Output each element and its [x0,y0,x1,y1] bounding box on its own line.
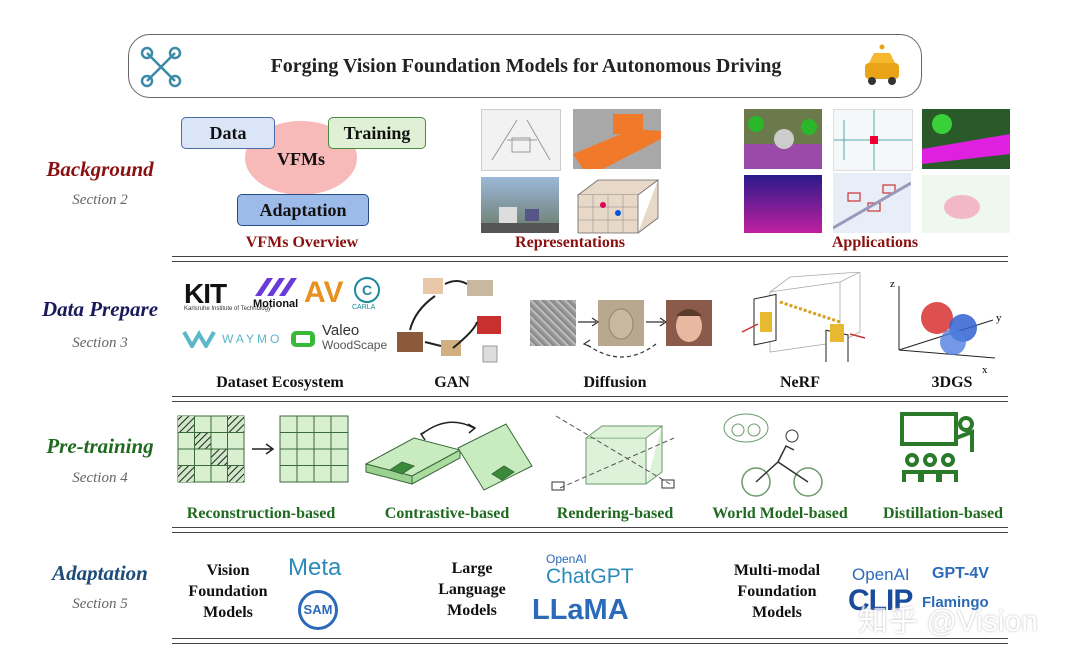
page-title: Forging Vision Foundation Models for Aut… [270,55,782,77]
teacher-students-icon [900,412,974,482]
llm-label: Large Language Models [438,560,506,619]
waymo-logo: WAYMO [222,332,283,346]
carla-logo: CARLA [352,304,376,311]
valeo-logo-mark [291,331,315,347]
occupancy-image [573,109,661,169]
kit-logo-sub: Karlsruhe Institute of Technology [184,306,271,312]
tools-icon [140,46,182,88]
gan-diagram [397,278,501,363]
rendering-diagram [551,415,675,491]
world-model-label: World Model-based [712,505,848,522]
vfms-overview-label: VFMs Overview [245,234,359,251]
openai-logo: OpenAI [546,552,587,566]
sam-logo: SAM [298,590,338,630]
section-data-prepare-title: Data Prepare [41,297,159,321]
face-image [666,300,712,346]
sketch-image [481,109,561,171]
motional-logo: Motional [253,298,299,310]
chatgpt-logo: ChatGPT [546,565,634,588]
nerf-diagram [741,272,866,362]
3dgs-label: 3DGS [931,374,973,391]
section-pretraining-sub: Section 4 [72,470,128,486]
noisy-face-image [598,300,644,346]
svg-text:C: C [362,282,372,298]
carla-logo-mark: C [354,277,380,303]
flamingo-logo: Flamingo [922,594,989,611]
waymo-logo-mark [182,330,216,348]
section-adaptation-title: Adaptation [52,561,148,585]
openai-logo-2: OpenAI [852,565,910,584]
meta-logo: Meta [288,554,342,581]
nerf-label: NeRF [780,374,820,391]
section-data-prepare-sub: Section 3 [72,335,128,351]
rendering-label: Rendering-based [556,505,674,522]
x-axis-label: x [982,364,988,376]
flow-image [922,175,1010,233]
car-icon [865,44,899,85]
contrastive-diagram [364,421,533,491]
map-image [833,109,913,171]
vfm-label: Vision Foundation Models [188,562,268,621]
detection-image [832,173,912,233]
depth-image [744,175,822,233]
voxel-grid-image [573,175,661,235]
watermark: 知乎 @Vision [858,605,1038,638]
valeo-logo: Valeo [322,322,360,339]
vfms-label: VFMs [277,149,325,169]
divider [172,256,1008,262]
data-box: Data [181,117,275,149]
applications-label: Applications [831,234,919,251]
representations-label: Representations [515,234,625,251]
diffusion-arrows [578,317,668,358]
divider [172,638,1008,644]
kit-logo: KIT [184,278,227,309]
section-adaptation-sub: Section 5 [72,596,128,612]
contrastive-label: Contrastive-based [384,505,510,522]
motional-logo-mark [255,278,297,296]
av-logo: AV [304,276,344,309]
section-pretraining-title: Pre-training [46,434,154,458]
reconstruction-diagram [177,415,349,483]
mmfm-label: Multi-modal Foundation Models [733,562,821,621]
gpt4v-logo: GPT-4V [932,565,989,582]
segmentation-image [744,109,822,169]
clip-logo: CLIP [848,584,913,617]
section-background-title: Background [46,157,154,181]
woodscape-logo: WoodScape [322,338,388,352]
training-box: Training [328,117,426,149]
gaussian-splat-diagram [898,286,996,359]
dataset-ecosystem-label: Dataset Ecosystem [216,374,344,391]
z-axis-label: z [890,278,895,290]
divider [172,396,1008,402]
adaptation-box: Adaptation [237,194,369,226]
diffusion-label: Diffusion [583,374,647,391]
y-axis-label: y [996,312,1002,324]
semantic-seg-image [922,109,1010,169]
section-background-sub: Section 2 [72,192,128,208]
world-model-diagram [723,413,823,497]
divider [172,527,1008,533]
gan-label: GAN [434,374,470,391]
title-box: Forging Vision Foundation Models for Aut… [128,34,922,98]
noise-image [530,300,576,346]
reconstruction-label: Reconstruction-based [186,505,336,522]
llama-logo: LLaMA [532,594,629,626]
distillation-label: Distillation-based [882,505,1003,522]
camera-image [481,177,559,233]
